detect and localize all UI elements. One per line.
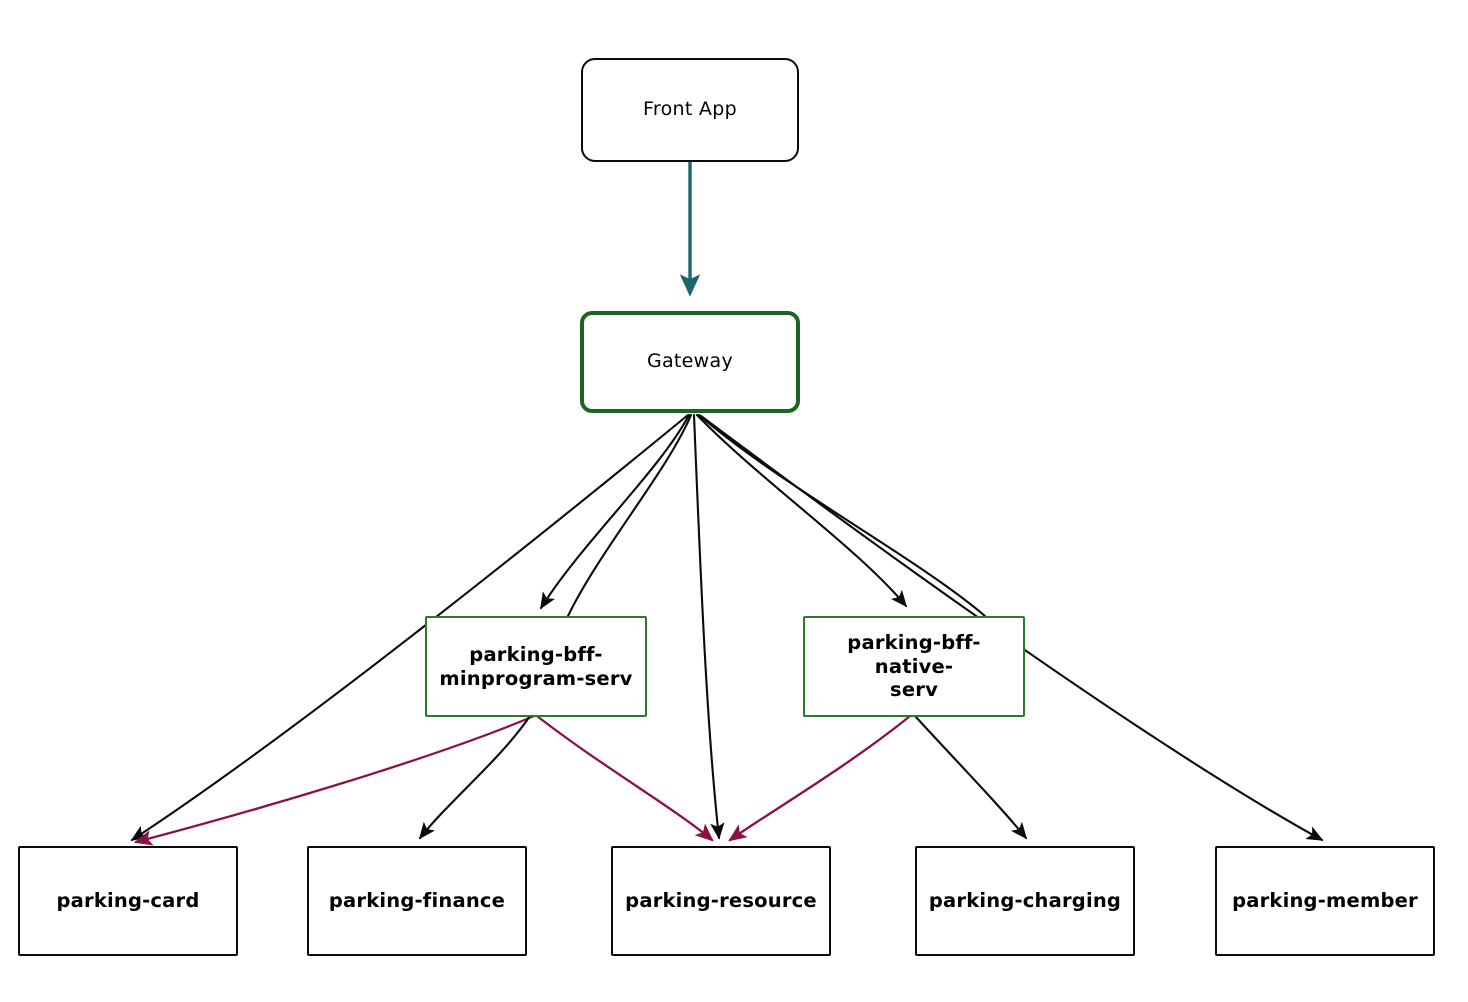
node-parking-bff-minprogram-serv-label: parking-bff- minprogram-serv xyxy=(439,642,633,690)
node-front-app[interactable]: Front App xyxy=(581,58,799,162)
node-parking-finance-label: parking-finance xyxy=(328,889,506,913)
node-parking-resource-label: parking-resource xyxy=(625,889,817,913)
edge-bff-native-to-parking-resource xyxy=(728,714,912,842)
node-parking-card[interactable]: parking-card xyxy=(18,846,238,956)
node-front-app-label: Front App xyxy=(643,98,737,121)
edge-bff-minprogram-to-parking-resource xyxy=(535,714,714,842)
edge-gateway-to-parking-resource xyxy=(692,413,725,840)
node-parking-member-label: parking-member xyxy=(1232,889,1418,913)
node-parking-resource[interactable]: parking-resource xyxy=(611,846,831,956)
node-parking-bff-native-serv-label: parking-bff-native- serv xyxy=(847,630,981,702)
edge-bff-minprogram-to-parking-card xyxy=(133,714,536,846)
edge-bff-native-to-parking-charging xyxy=(913,714,1028,840)
node-parking-bff-native-serv[interactable]: parking-bff-native- serv xyxy=(803,616,1025,717)
edge-gateway-to-bff-native xyxy=(697,413,987,618)
node-parking-charging[interactable]: parking-charging xyxy=(915,846,1135,956)
node-parking-finance[interactable]: parking-finance xyxy=(307,846,527,956)
node-gateway[interactable]: Gateway xyxy=(580,311,800,413)
node-parking-bff-minprogram-serv[interactable]: parking-bff- minprogram-serv xyxy=(425,616,647,717)
edge-gateway-to-bff-minprogram xyxy=(566,413,693,618)
node-parking-charging-label: parking-charging xyxy=(928,889,1122,913)
edge-gateway-to-bff-minprogram xyxy=(539,413,691,610)
node-parking-member[interactable]: parking-member xyxy=(1215,846,1435,956)
node-parking-card-label: parking-card xyxy=(56,889,200,913)
node-gateway-label: Gateway xyxy=(646,350,734,373)
edge-gateway-to-bff-native xyxy=(695,413,908,608)
edge-bff-minprogram-to-parking-finance xyxy=(418,714,532,840)
